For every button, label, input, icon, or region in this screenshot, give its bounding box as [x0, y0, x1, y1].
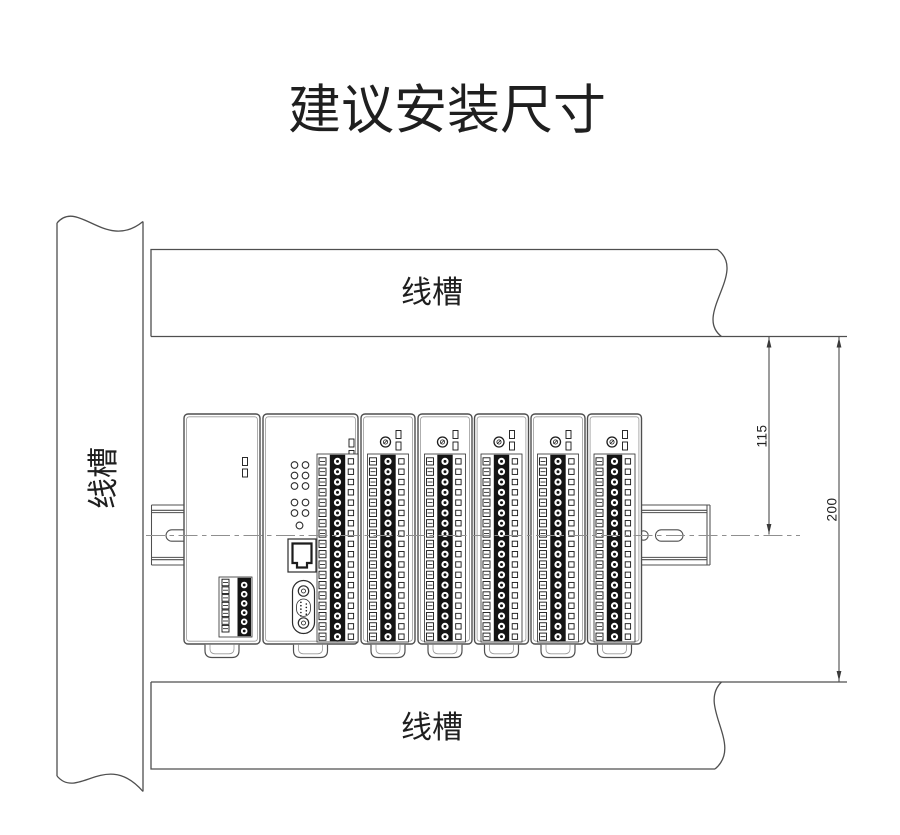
screw-icon: [549, 436, 562, 448]
terminal-strip: [316, 453, 359, 643]
ethernet-port: [287, 538, 317, 573]
mounting-tab: [427, 644, 463, 659]
mounting-tab: [483, 644, 520, 659]
status-led-pair: [565, 430, 572, 451]
reset-button: [295, 521, 304, 530]
module-io-2: [417, 413, 473, 659]
power-terminal-block: [218, 576, 253, 638]
status-led-pair: [622, 430, 628, 451]
serial-port: [291, 579, 316, 635]
mounting-tab: [292, 644, 329, 659]
module-io-1: [360, 413, 416, 659]
terminal-strip: [367, 453, 409, 643]
status-led-pair: [452, 430, 459, 451]
screw-icon: [493, 436, 505, 448]
module-io-5: [586, 413, 643, 659]
led-grid: [290, 461, 310, 517]
terminal-strip: [593, 453, 636, 643]
screw-icon: [606, 436, 618, 448]
module-power: [183, 413, 261, 659]
module-assembly: [183, 413, 643, 659]
cable-duct-left: [56, 215, 144, 792]
dimension-200-label: 200: [825, 497, 840, 521]
module-io-4: [530, 413, 586, 659]
status-led-pair: [395, 430, 402, 451]
dimension-lines: 115 200: [755, 337, 842, 682]
screw-icon: [436, 436, 449, 448]
cable-duct-top: [150, 248, 847, 338]
mounting-tab: [204, 644, 240, 659]
screw-icon: [379, 436, 392, 448]
page-title: 建议安装尺寸: [288, 81, 606, 140]
status-led-pair: [509, 430, 515, 451]
terminal-strip: [537, 453, 579, 643]
status-led-pair: [242, 457, 248, 478]
duct-left-label: 线槽: [86, 447, 121, 509]
cable-duct-bottom: [150, 681, 847, 770]
module-cpu: [262, 413, 359, 659]
mounting-tab: [370, 644, 406, 659]
dimension-115-label: 115: [755, 424, 770, 447]
terminal-strip: [480, 453, 523, 643]
module-io-3: [473, 413, 530, 659]
duct-bottom-label: 线槽: [401, 710, 463, 745]
mounting-tab: [596, 644, 633, 659]
duct-top-label: 线槽: [401, 275, 463, 310]
terminal-strip: [424, 453, 466, 643]
mounting-tab: [540, 644, 576, 659]
